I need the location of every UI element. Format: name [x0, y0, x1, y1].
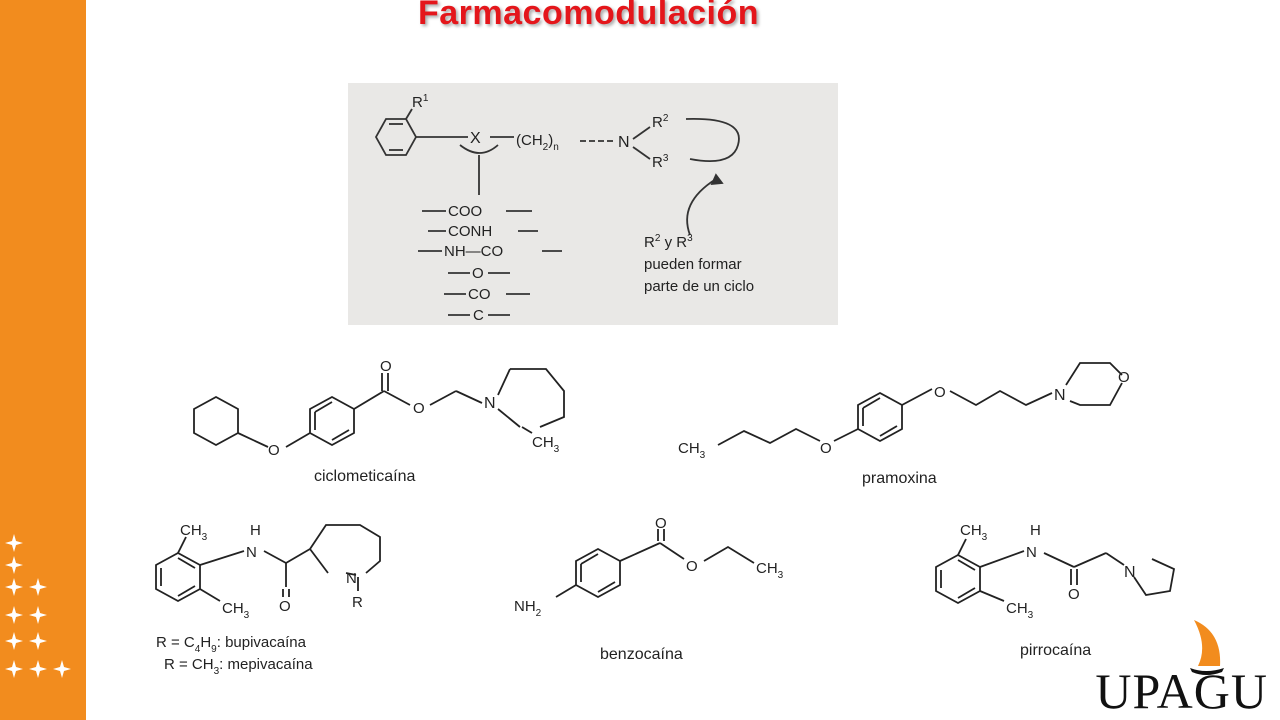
general-structure-scheme: R1 X (CH2)n N R2 R3 COO CONH NH—CO O CO … — [348, 83, 838, 325]
group-conh: CONH — [448, 223, 492, 240]
group-c: C — [473, 307, 484, 324]
x-label: X — [470, 130, 481, 147]
note-line-3: parte de un ciclo — [644, 278, 754, 295]
r3-label: R3 — [652, 153, 669, 171]
bupivacaina-o: O — [279, 598, 291, 615]
group-coo: COO — [448, 203, 482, 220]
r1-label: R1 — [412, 93, 429, 111]
pramoxina-structure: CH3 O O N O pramoxina — [678, 362, 1130, 487]
pramoxina-name: pramoxina — [862, 470, 937, 487]
bupivacaina-ch3-top: CH3 — [180, 522, 208, 543]
benzocaina-ch3: CH3 — [756, 560, 784, 581]
pramoxina-o3: O — [1118, 369, 1130, 386]
sail-logo-icon — [1190, 620, 1224, 675]
group-nhco: NH—CO — [444, 243, 503, 260]
bupivacaina-caption: R = C4H9: bupivacaína — [156, 634, 307, 655]
pramoxina-o1: O — [820, 440, 832, 457]
pirrocaina-ch3-top: CH3 — [960, 522, 988, 543]
pirrocaina-n-amide: N — [1026, 544, 1037, 561]
bupivacaina-n-amide: N — [246, 544, 257, 561]
ciclometicaina-structure: O O O N CH3 ciclometicaína — [193, 358, 565, 485]
pirrocaina-structure: CH3 CH3 H N O N pirrocaína — [935, 522, 1176, 659]
ciclometicaina-ch3: CH3 — [532, 434, 560, 455]
pirrocaina-h: H — [1030, 522, 1041, 539]
ciclometicaina-o2: O — [380, 358, 392, 375]
slide-title: Farmacomodulación — [418, 0, 760, 32]
note-line-1: R2 y R3 — [644, 233, 693, 251]
general-structure-diagram: R1 X (CH2)n N R2 R3 COO CONH NH—CO O CO … — [374, 93, 754, 324]
pirrocaina-n-ring: N — [1124, 564, 1136, 581]
bupivacaina-n-ring: N — [346, 570, 357, 587]
pirrocaina-name: pirrocaína — [1020, 642, 1091, 659]
orange-sidebar — [0, 0, 86, 720]
ciclometicaina-name: ciclometicaína — [314, 468, 415, 485]
benzocaina-o2: O — [686, 558, 698, 575]
benzocaina-name: benzocaína — [600, 646, 683, 663]
bupivacaina-ch3-bot: CH3 — [222, 600, 250, 621]
benzocaina-nh2: NH2 — [514, 598, 542, 619]
bupivacaina-h: H — [250, 522, 261, 539]
ciclometicaina-o1: O — [268, 442, 280, 459]
bupivacaina-structure: CH3 CH3 H N O N R R = C4H9: bupivacaína … — [155, 522, 381, 677]
n-atom-label: N — [618, 134, 630, 151]
university-logo: UPAGU — [1095, 580, 1280, 720]
mepivacaina-caption: R = CH3: mepivacaína — [164, 656, 313, 677]
pirrocaina-ch3-bot: CH3 — [1006, 600, 1034, 621]
pramoxina-ch3: CH3 — [678, 440, 706, 461]
logo-text: UPAGU — [1095, 663, 1268, 719]
benzocaina-o1: O — [655, 515, 667, 532]
ciclometicaina-n: N — [484, 395, 496, 412]
note-line-2: pueden formar — [644, 256, 742, 273]
sparkle-decoration-icon — [5, 534, 71, 678]
bupivacaina-r: R — [352, 594, 363, 611]
pramoxina-n: N — [1054, 387, 1066, 404]
group-o: O — [472, 265, 484, 282]
r2-label: R2 — [652, 113, 669, 131]
group-co: CO — [468, 286, 491, 303]
chain-label: (CH2)n — [516, 132, 559, 153]
ciclometicaina-o3: O — [413, 400, 425, 417]
benzocaina-structure: NH2 O O CH3 benzocaína — [514, 515, 784, 663]
pirrocaina-o: O — [1068, 586, 1080, 603]
pramoxina-o2: O — [934, 384, 946, 401]
